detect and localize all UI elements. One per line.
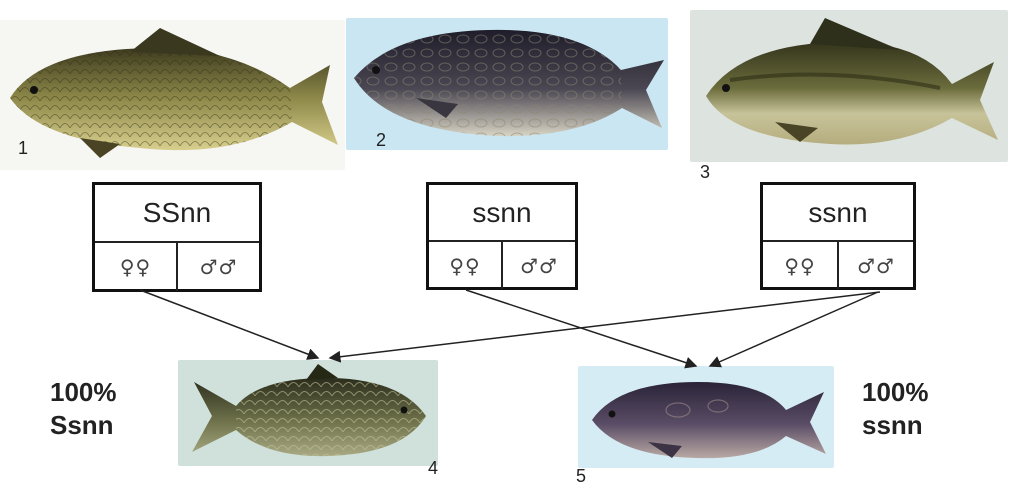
genotype-label: ssnn <box>429 185 575 243</box>
fish-number-1: 1 <box>18 138 29 158</box>
fish-number-5: 5 <box>576 466 587 486</box>
result-genotype: ssnn <box>862 410 923 440</box>
genotype-label: ssnn <box>763 185 913 243</box>
scattered-scale-carp-icon <box>192 364 426 457</box>
result-percent: 100% <box>862 377 929 407</box>
genotype-label: SSnn <box>95 185 259 244</box>
full-scaled-carp-icon <box>10 28 338 158</box>
result-right: 100% ssnn <box>862 376 929 442</box>
female-symbol-icon: ♀♀ <box>449 253 481 278</box>
result-genotype: Ssnn <box>50 410 114 440</box>
fish-photo-2 <box>346 18 668 150</box>
fish-photo-1 <box>0 20 345 170</box>
linear-carp-icon <box>706 18 998 145</box>
arrow-box3-male-to-fish5 <box>708 291 879 368</box>
arrow-box3-male-to-fish4 <box>328 291 881 363</box>
male-symbol-icon: ♂♂ <box>501 242 575 289</box>
fish-photo-5 <box>578 366 834 468</box>
genotype-box-3: ssnn ♀♀ ♂♂ <box>760 182 916 290</box>
arrow-box2-female-to-fish5 <box>465 289 698 369</box>
fish-number-2: 2 <box>376 130 387 150</box>
result-percent: 100% <box>50 377 117 407</box>
fish-number-3: 3 <box>700 162 711 182</box>
fish-number-4: 4 <box>428 458 439 478</box>
genotype-box-1: SSnn ♀♀ ♂♂ <box>92 182 262 292</box>
result-left: 100% Ssnn <box>50 376 117 442</box>
arrow-box1-female-to-fish4 <box>139 289 320 360</box>
genotype-box-2: ssnn ♀♀ ♂♂ <box>426 182 578 290</box>
mirror-offspring-carp-icon <box>592 382 826 459</box>
fish-photo-4 <box>178 360 438 466</box>
fish-photo-3 <box>690 10 1008 162</box>
male-symbol-icon: ♂♂ <box>176 243 259 291</box>
female-symbol-icon: ♀♀ <box>784 253 816 278</box>
mirror-carp-icon <box>354 29 664 137</box>
female-symbol-icon: ♀♀ <box>119 255 152 280</box>
male-symbol-icon: ♂♂ <box>837 242 913 289</box>
